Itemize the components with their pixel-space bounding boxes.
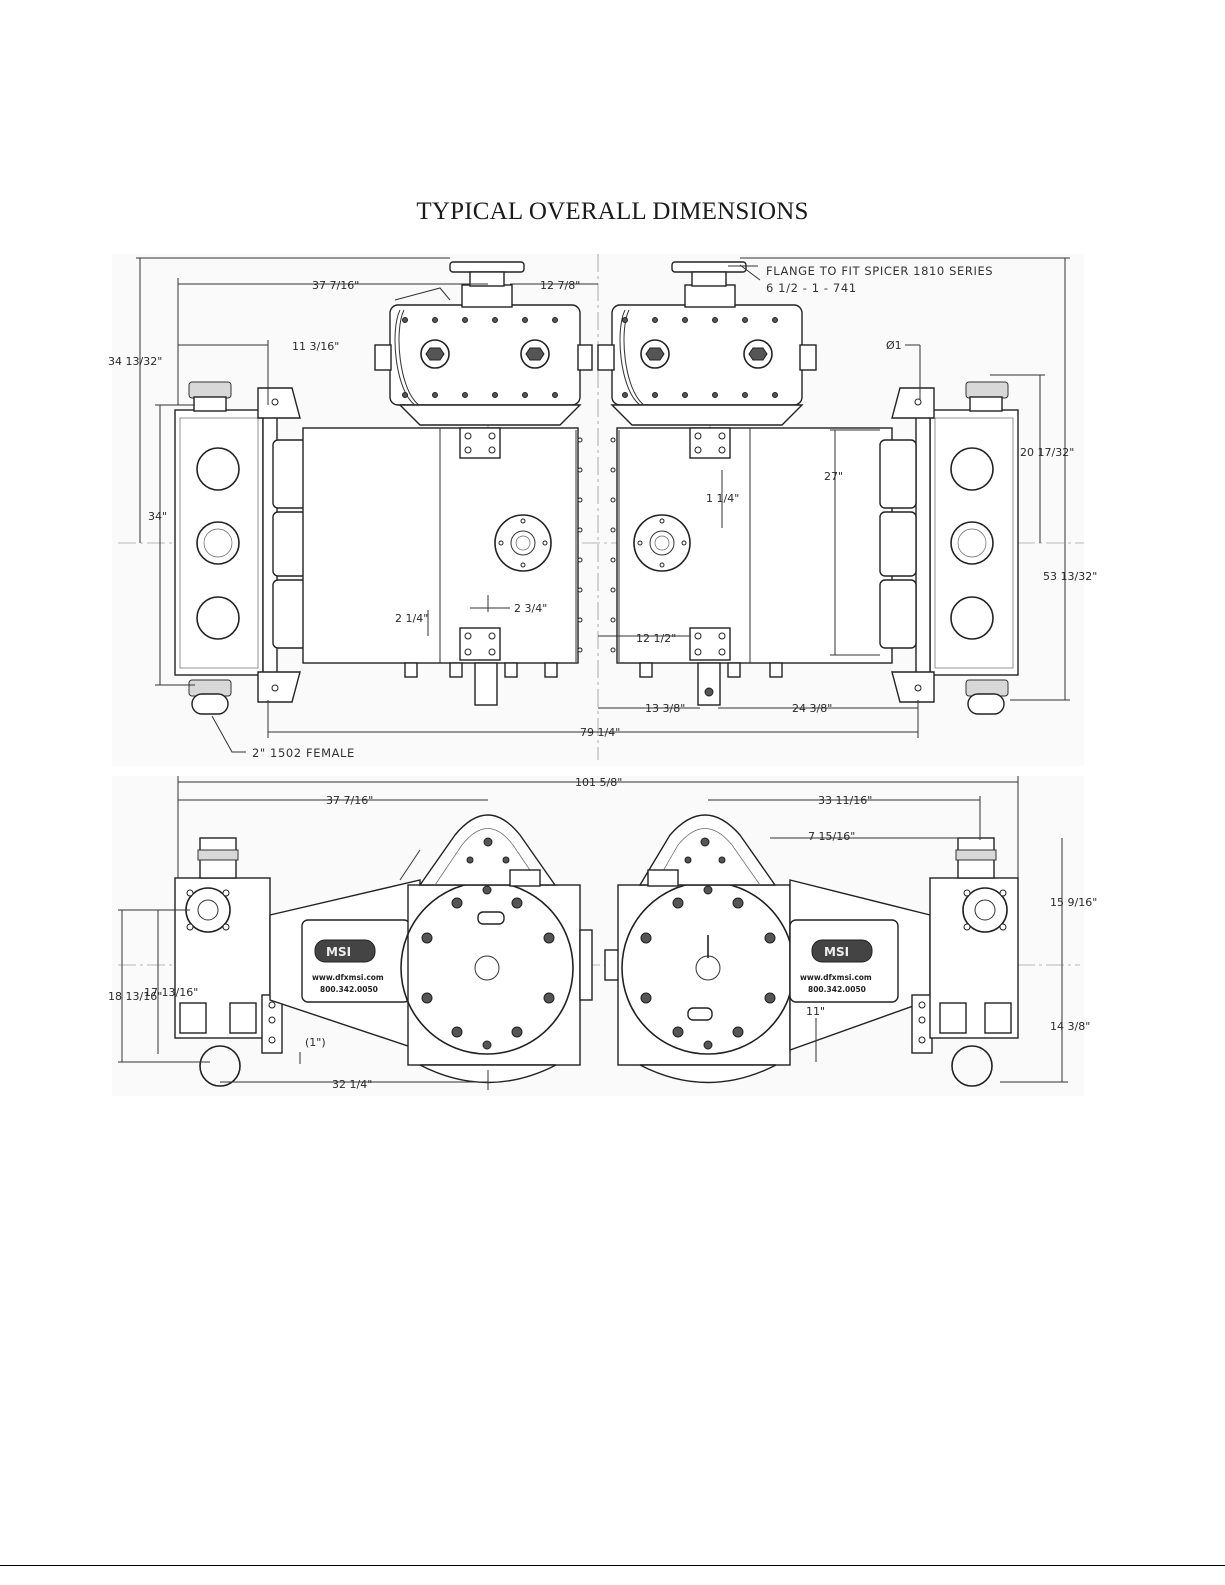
left-power-end: [302, 261, 593, 706]
dim-2-1-4: 2 1/4": [395, 612, 428, 625]
dim-37-7-16: 37 7/16": [312, 279, 359, 292]
left-phone: 800.342.0050: [320, 985, 378, 994]
right-side-unit: MSI www.dfxmsi.com 800.342.0050: [604, 814, 1019, 1087]
top-view: 37 7/16" 12 7/8" 34 13/32" 11 3/16" 34" …: [108, 254, 1097, 766]
flange-note-line1: FLANGE TO FIT SPICER 1810 SERIES: [766, 264, 993, 278]
bottom-rule: [0, 1565, 1225, 1566]
dim-32-1-4: 32 1/4": [332, 1078, 372, 1091]
dim-13-3-8: 13 3/8": [645, 702, 685, 715]
side-dimension-labels: 101 5/8" 37 7/16" 33 11/16" 7 15/16" 15 …: [108, 776, 1097, 1091]
dim-79-1-4: 79 1/4": [580, 726, 620, 739]
right-website: www.dfxmsi.com: [800, 973, 872, 982]
dim-101-5-8: 101 5/8": [575, 776, 622, 789]
dim-17-13-16: 17 13/16": [144, 986, 198, 999]
right-logo: MSI: [824, 945, 849, 959]
dim-paren-1: (1"): [305, 1036, 326, 1049]
dim-24-3-8: 24 3/8": [792, 702, 832, 715]
side-view: MSI www.dfxmsi.com 800.342.0050: [108, 776, 1097, 1096]
left-side-unit: MSI www.dfxmsi.com 800.342.0050: [174, 814, 593, 1087]
dim-34-13-32: 34 13/32": [108, 355, 162, 368]
dim-27: 27": [824, 470, 843, 483]
right-fluid-end: [879, 381, 1019, 715]
flange-note-line2: 6 1/2 - 1 - 741: [766, 281, 857, 295]
dim-12-7-8: 12 7/8": [540, 279, 580, 292]
dim-11-3-16: 11 3/16": [292, 340, 339, 353]
dim-11: 11": [806, 1005, 825, 1018]
top-dimension-labels: 37 7/16" 12 7/8" 34 13/32" 11 3/16" 34" …: [108, 264, 1097, 760]
left-logo: MSI: [326, 945, 351, 959]
dim-33-11-16: 33 11/16": [818, 794, 872, 807]
dim-14-3-8: 14 3/8": [1050, 1020, 1090, 1033]
dim-12-1-2: 12 1/2": [636, 632, 676, 645]
dim-2-3-4: 2 3/4": [514, 602, 547, 615]
dim-1-1-4: 1 1/4": [706, 492, 739, 505]
dim-20-17-32: 20 17/32": [1020, 446, 1074, 459]
dim-15-9-16: 15 9/16": [1050, 896, 1097, 909]
left-website: www.dfxmsi.com: [312, 973, 384, 982]
dim-53-13-32: 53 13/32": [1043, 570, 1097, 583]
dim-18-13-16: 18 13/16": [108, 990, 162, 1003]
right-phone: 800.342.0050: [808, 985, 866, 994]
top-dimension-lines: [136, 257, 1070, 753]
dim-side-37-7-16: 37 7/16": [326, 794, 373, 807]
female-connection-note: 2" 1502 FEMALE: [252, 746, 355, 760]
dim-34: 34": [148, 510, 167, 523]
dim-7-15-16: 7 15/16": [808, 830, 855, 843]
page-title: TYPICAL OVERALL DIMENSIONS: [416, 198, 809, 225]
left-fluid-end: [174, 381, 310, 715]
side-dimension-lines: [118, 776, 1068, 1090]
dim-phi-1: Ø1: [886, 339, 902, 352]
